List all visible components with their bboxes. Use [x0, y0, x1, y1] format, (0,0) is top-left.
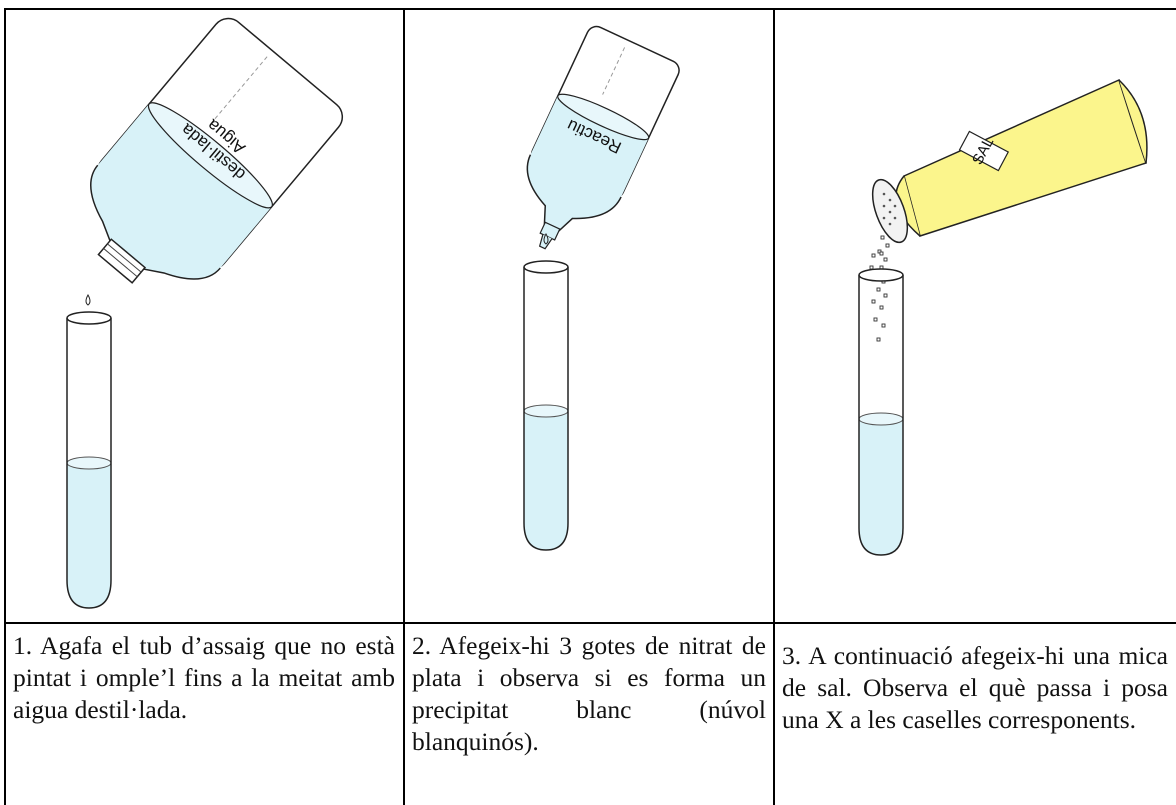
table-row-divider — [4, 622, 1176, 624]
instruction-step-1: 1. Agafa el tub d’assaig que no està pin… — [13, 631, 395, 724]
test-tube-3 — [858, 268, 904, 556]
instruction-step-2: 2. Afegeix-hi 3 gotes de nitrat de plata… — [412, 631, 766, 756]
salt-shaker: SAL — [871, 78, 1148, 244]
instruction-table: Aigua destil·lada Reactiu — [4, 8, 1176, 805]
panel-1-illustration: Aigua destil·lada — [66, 17, 344, 609]
reagent-drop — [543, 232, 549, 245]
table-border-top — [4, 8, 1176, 10]
salt-grains — [869, 235, 892, 342]
panel-3-illustration: SAL — [858, 78, 1148, 556]
bottle-water — [94, 103, 272, 273]
test-tube-1 — [66, 311, 112, 609]
table-divider-2 — [773, 8, 775, 805]
reagent-bottle: Reactiu — [526, 25, 680, 250]
table-border-left — [4, 8, 6, 805]
test-tube-2 — [523, 260, 569, 551]
table-divider-1 — [403, 8, 405, 805]
instruction-step-3: 3. A continuació afegeix-hi una mica de … — [782, 641, 1168, 734]
distilled-water-bottle: Aigua destil·lada — [90, 17, 344, 284]
panel-2-illustration: Reactiu — [523, 25, 680, 551]
water-drop — [85, 293, 91, 306]
